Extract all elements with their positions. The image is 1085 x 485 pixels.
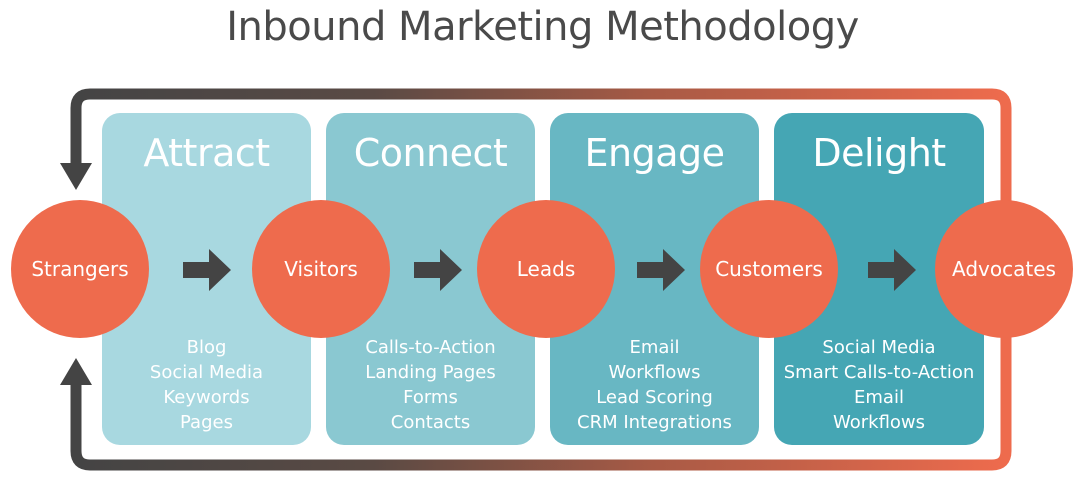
- stage-engage: Engage Email Workflows Lead Scoring CRM …: [550, 113, 759, 445]
- node-leads: Leads: [477, 200, 615, 338]
- stage-tools-list: Blog Social Media Keywords Pages: [102, 335, 311, 435]
- tool-item: Pages: [180, 412, 233, 433]
- tool-item: Smart Calls-to-Action: [783, 362, 975, 383]
- stage-title: Attract: [143, 131, 270, 175]
- tool-item: Calls-to-Action: [365, 337, 496, 358]
- stage-tools-list: Calls-to-Action Landing Pages Forms Cont…: [326, 335, 535, 435]
- tool-item: Keywords: [163, 387, 250, 408]
- node-label: Leads: [516, 257, 576, 281]
- stage-tools-list: Social Media Smart Calls-to-Action Email…: [774, 335, 984, 435]
- tool-item: Workflows: [832, 412, 926, 433]
- node-strangers: Strangers: [11, 200, 149, 338]
- node-label: Customers: [715, 257, 823, 281]
- diagram-title: Inbound Marketing Methodology: [226, 4, 859, 50]
- flow-arrow-right-icon: [868, 249, 916, 291]
- tool-item: Workflows: [608, 362, 701, 383]
- loop-arrowhead-up-icon: [60, 358, 92, 385]
- tool-item: CRM Integrations: [577, 412, 732, 433]
- flow-arrow-right-icon: [183, 249, 231, 291]
- stage-title: Engage: [584, 131, 725, 175]
- tool-item: Contacts: [390, 412, 471, 433]
- tool-item: Lead Scoring: [596, 387, 713, 408]
- stage-title: Connect: [353, 131, 508, 175]
- node-label: Advocates: [952, 257, 1056, 281]
- tool-item: Landing Pages: [365, 362, 496, 383]
- node-customers: Customers: [700, 200, 838, 338]
- stage-tools-list: Email Workflows Lead Scoring CRM Integra…: [550, 335, 759, 435]
- node-label: Visitors: [284, 257, 358, 281]
- loop-arrowhead-down-icon: [60, 163, 92, 190]
- flow-arrow-right-icon: [637, 249, 685, 291]
- tool-item: Forms: [403, 387, 458, 408]
- tool-item: Blog: [186, 337, 227, 358]
- tool-item: Email: [629, 337, 680, 358]
- stage-title: Delight: [812, 131, 946, 175]
- tool-item: Email: [854, 387, 904, 408]
- tool-item: Social Media: [822, 337, 936, 358]
- node-advocates: Advocates: [935, 200, 1073, 338]
- node-visitors: Visitors: [252, 200, 390, 338]
- flow-arrow-right-icon: [414, 249, 462, 291]
- node-label: Strangers: [31, 257, 129, 281]
- tool-item: Social Media: [149, 362, 264, 383]
